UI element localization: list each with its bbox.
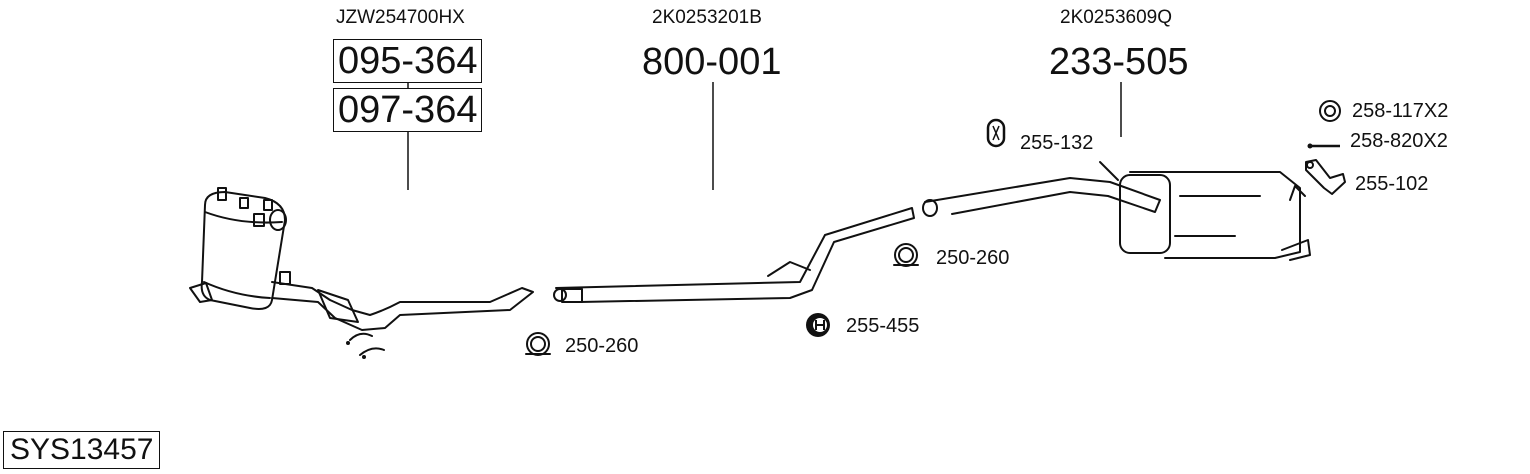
part-number-rear-silencer[interactable]: 233-505 — [1049, 41, 1189, 83]
accessory-label-rubber-hanger-oval[interactable]: 255-132 — [1020, 132, 1094, 154]
clamp-icon — [525, 332, 551, 356]
system-code-badge: SYS13457 — [3, 431, 161, 469]
mounting-bracket-icon — [1305, 159, 1346, 195]
part-number-dpf-primary[interactable]: 095-364 — [333, 39, 483, 83]
part-number-middle-pipe[interactable]: 800-001 — [642, 41, 782, 83]
accessory-label-clamp[interactable]: 250-260 — [936, 247, 1010, 269]
clamp-icon — [893, 243, 919, 267]
rear-silencer-drawing — [922, 161, 1311, 261]
oem-number-rear-silencer: 2K0253609Q — [1060, 7, 1172, 28]
bolt-icon — [1307, 143, 1340, 149]
accessory-label-mounting-bracket[interactable]: 255-102 — [1355, 173, 1429, 195]
middle-pipe-drawing — [553, 207, 915, 303]
accessory-label-bolt[interactable]: 258-820X2 — [1350, 130, 1448, 152]
dpf-drawing — [189, 187, 534, 359]
rubber-hanger-oval-icon — [986, 118, 1006, 148]
rubber-hanger-icon — [806, 313, 830, 337]
accessory-label-ring-gasket[interactable]: 258-117X2 — [1352, 100, 1449, 122]
accessory-label-clamp[interactable]: 250-260 — [565, 335, 639, 357]
ring-gasket-icon — [1319, 100, 1341, 122]
oem-number-dpf: JZW254700HX — [336, 7, 465, 28]
oem-number-middle-pipe: 2K0253201B — [652, 7, 762, 28]
part-number-dpf-alternative[interactable]: 097-364 — [333, 88, 483, 132]
accessory-label-rubber-hanger[interactable]: 255-455 — [846, 315, 920, 337]
